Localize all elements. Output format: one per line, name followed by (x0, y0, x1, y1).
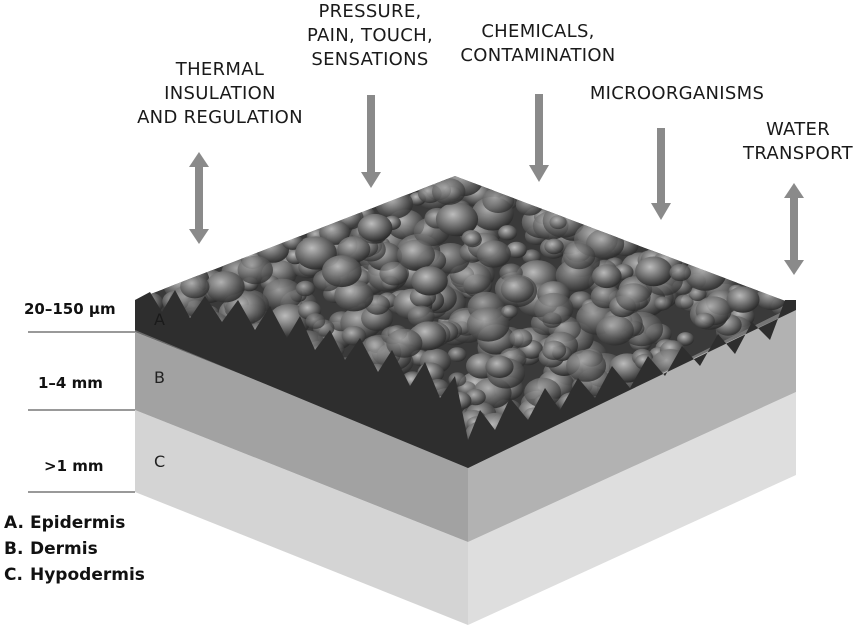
surface-bump (319, 220, 350, 245)
surface-right-edge (468, 300, 796, 468)
label-thermal: THERMAL INSULATION AND REGULATION (135, 58, 305, 130)
surface-bump (432, 178, 466, 205)
legend-key: C. (4, 565, 23, 585)
chemicals-down-arrow (529, 94, 549, 182)
surface-bump (476, 240, 511, 268)
dermis-left-face (135, 332, 468, 542)
surface-bump (694, 312, 715, 329)
hypodermis-right-face (468, 392, 796, 625)
surface-bump (463, 232, 482, 248)
surface-bump (341, 326, 367, 346)
surface-bump (515, 193, 544, 216)
surface-bump (635, 256, 673, 287)
legend-name: Epidermis (30, 513, 126, 533)
hypodermis-left-face (135, 410, 468, 625)
arrows (189, 94, 804, 275)
thickness-hypodermis: >1 mm (44, 457, 104, 475)
surface-bump (411, 266, 448, 296)
label-chemicals-line-1: CHEMICALS, (481, 21, 595, 42)
surface-bump (447, 347, 467, 362)
surface-bump (542, 340, 567, 360)
legend-name: Hypodermis (30, 565, 145, 585)
legend-item-hypodermis: C. Hypodermis (4, 565, 145, 585)
surface-bump (482, 187, 515, 213)
surface-bump (397, 239, 435, 271)
surface-bump (544, 238, 564, 255)
surface-bump (500, 276, 534, 303)
surface-bump (509, 329, 533, 348)
legend-key: B. (4, 539, 24, 559)
label-microorganisms: MICROORGANISMS (574, 82, 780, 106)
label-pressure-line-1: PRESSURE, (318, 1, 422, 22)
surface-bump (596, 315, 634, 346)
label-water-line-2: TRANSPORT (743, 143, 853, 164)
label-thermal-line-2: INSULATION (164, 83, 276, 104)
surface-bump (386, 328, 423, 358)
label-water-line-1: WATER (765, 119, 831, 140)
surface-bump (180, 275, 210, 299)
surface-bump (357, 213, 393, 242)
surface-bump (756, 285, 787, 311)
surface-bump (334, 280, 374, 312)
surface-left-edge (135, 290, 468, 468)
label-chemicals: CHEMICALS, CONTAMINATION (448, 20, 628, 68)
pressure-down-arrow (361, 95, 381, 188)
surface-bump (501, 305, 518, 319)
surface-bump (726, 286, 760, 313)
surface-bump (669, 263, 691, 282)
surface-bump (534, 292, 574, 325)
label-pressure-line-3: SENSATIONS (311, 49, 429, 70)
dermis-right-face (468, 310, 796, 542)
thermal-double-arrow (189, 152, 209, 244)
surface-bump (592, 264, 622, 289)
surface-bump (295, 280, 315, 297)
surface-bump (675, 294, 694, 310)
surface-bump (237, 255, 273, 285)
label-water: WATER TRANSPORT (740, 118, 856, 166)
surface-bump (262, 278, 303, 311)
legend-item-dermis: B. Dermis (4, 539, 98, 559)
microorganisms-down-arrow (651, 128, 671, 220)
surface-bump (549, 215, 567, 230)
surface-bump (506, 241, 527, 259)
surface-bump (321, 255, 362, 288)
surface-bump (305, 313, 326, 329)
label-pressure: PRESSURE, PAIN, TOUCH, SENSATIONS (292, 0, 448, 72)
surface-bump (654, 296, 672, 311)
surface-bump (466, 307, 510, 342)
surface-bump (435, 202, 479, 237)
surface-bump (562, 243, 596, 270)
surface-bump (485, 355, 514, 378)
label-chemicals-line-2: CONTAMINATION (460, 45, 616, 66)
surface-bump (498, 225, 518, 241)
layer-letter-c: C (154, 452, 166, 471)
thickness-epidermis: 20–150 µm (24, 300, 116, 318)
surface-bump (375, 188, 414, 219)
legend-key: A. (4, 513, 24, 533)
surface-bump (616, 283, 651, 311)
surface-bump (677, 332, 694, 346)
surface-bump (379, 261, 410, 286)
label-microorganisms-line-1: MICROORGANISMS (589, 83, 765, 104)
label-thermal-line-3: AND REGULATION (137, 107, 303, 128)
label-pressure-line-2: PAIN, TOUCH, (307, 25, 433, 46)
thickness-dermis: 1–4 mm (38, 374, 103, 392)
legend-item-epidermis: A. Epidermis (4, 513, 125, 533)
surface-bump (205, 271, 245, 303)
label-thermal-line-1: THERMAL (175, 59, 265, 80)
water-double-arrow (784, 183, 804, 275)
layer-letter-b: B (154, 368, 165, 387)
surface-bump (684, 257, 727, 291)
legend-name: Dermis (30, 539, 98, 559)
surface-bump (566, 349, 607, 382)
layer-letter-a: A (154, 310, 165, 329)
